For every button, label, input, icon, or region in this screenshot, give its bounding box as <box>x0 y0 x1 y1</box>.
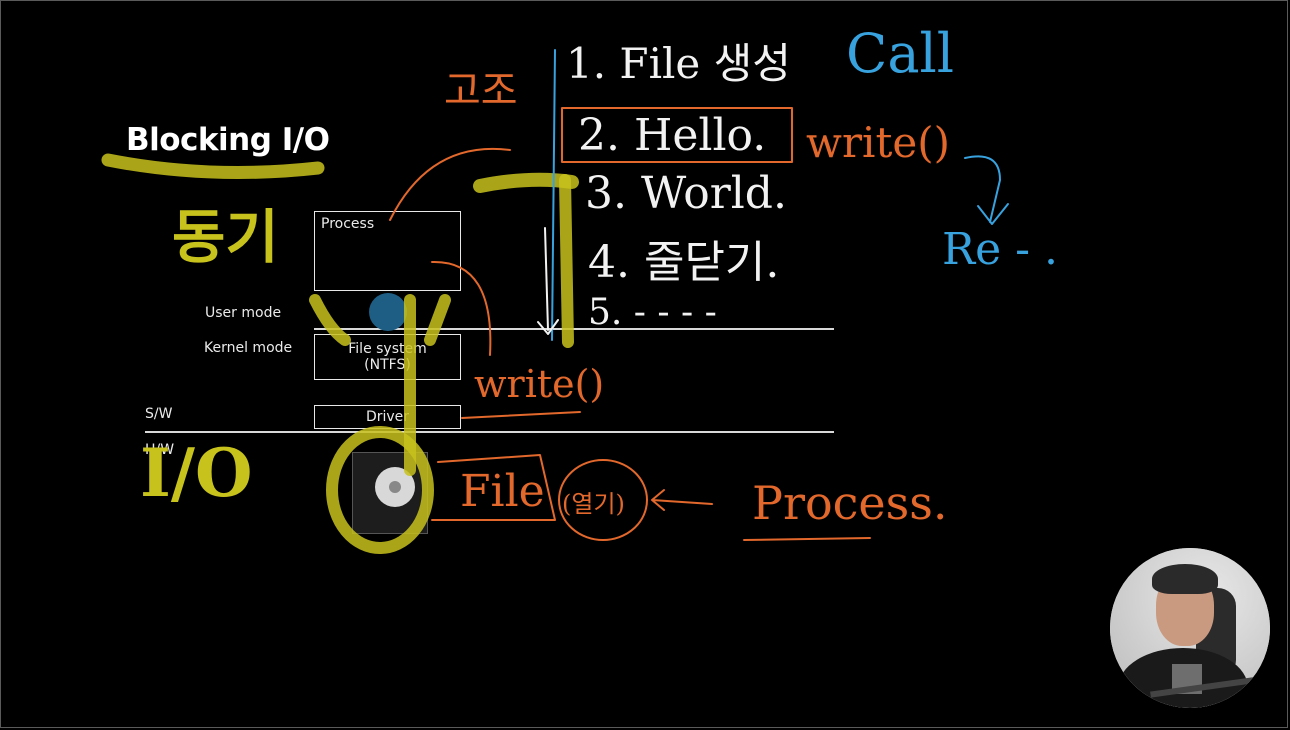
handle-circle <box>558 459 648 541</box>
kernel-mode-label: Kernel mode <box>204 340 293 356</box>
blue-return-arrow <box>964 155 1009 225</box>
presenter-webcam <box>1110 548 1270 708</box>
presenter-hair <box>1152 564 1218 594</box>
write-call-right: write() <box>806 118 950 167</box>
user-mode-label: User mode <box>205 305 282 321</box>
file-box-stroke <box>431 454 556 521</box>
kernel-yellow-strokes <box>309 294 451 346</box>
software-hardware-divider <box>145 431 834 433</box>
orange-arrow-to-steps <box>389 147 511 221</box>
handle-label: (열기) <box>562 490 625 518</box>
blue-vertical-line <box>551 49 556 341</box>
user-kernel-divider <box>314 328 834 330</box>
slide-title: Blocking I/O <box>126 122 330 158</box>
step-5: 5. - - - - <box>588 292 717 333</box>
write-underline <box>461 411 581 419</box>
write-call-center: write() <box>474 362 605 406</box>
white-down-arrow <box>537 227 559 335</box>
vertical-yellow-stroke <box>559 174 574 348</box>
hello-step-box <box>561 107 793 163</box>
step-2: 2. Hello. <box>578 110 767 161</box>
arrow-from-process <box>651 489 713 511</box>
top-orange-mark: 고조 <box>444 68 518 114</box>
hardware-label: H/W <box>145 442 175 458</box>
step-4: 4. 줄닫기. <box>588 237 780 288</box>
korean-yellow-label: 동기 <box>172 203 279 271</box>
process-label: Process <box>321 216 375 232</box>
return-label: Re - . <box>942 224 1058 275</box>
io-yellow-label: I/O <box>140 434 253 512</box>
file-label: File <box>460 466 545 517</box>
file-system-sublabel: (NTFS) <box>364 357 411 373</box>
step-1: 1. File 생성 <box>566 39 791 88</box>
process-right-label: Process. <box>752 476 948 530</box>
blue-dot <box>369 293 407 331</box>
step-highlight <box>473 172 579 193</box>
orange-arrow-to-write <box>431 260 492 356</box>
process-box: Process <box>314 211 461 291</box>
disk-hub <box>389 481 401 493</box>
driver-label: Driver <box>365 409 410 425</box>
disk-highlight-circle <box>326 426 434 554</box>
software-label: S/W <box>145 406 173 422</box>
process-underline <box>743 537 871 541</box>
title-underline-highlight <box>101 153 325 179</box>
step-3: 3. World. <box>585 168 787 219</box>
call-label: Call <box>846 22 955 85</box>
